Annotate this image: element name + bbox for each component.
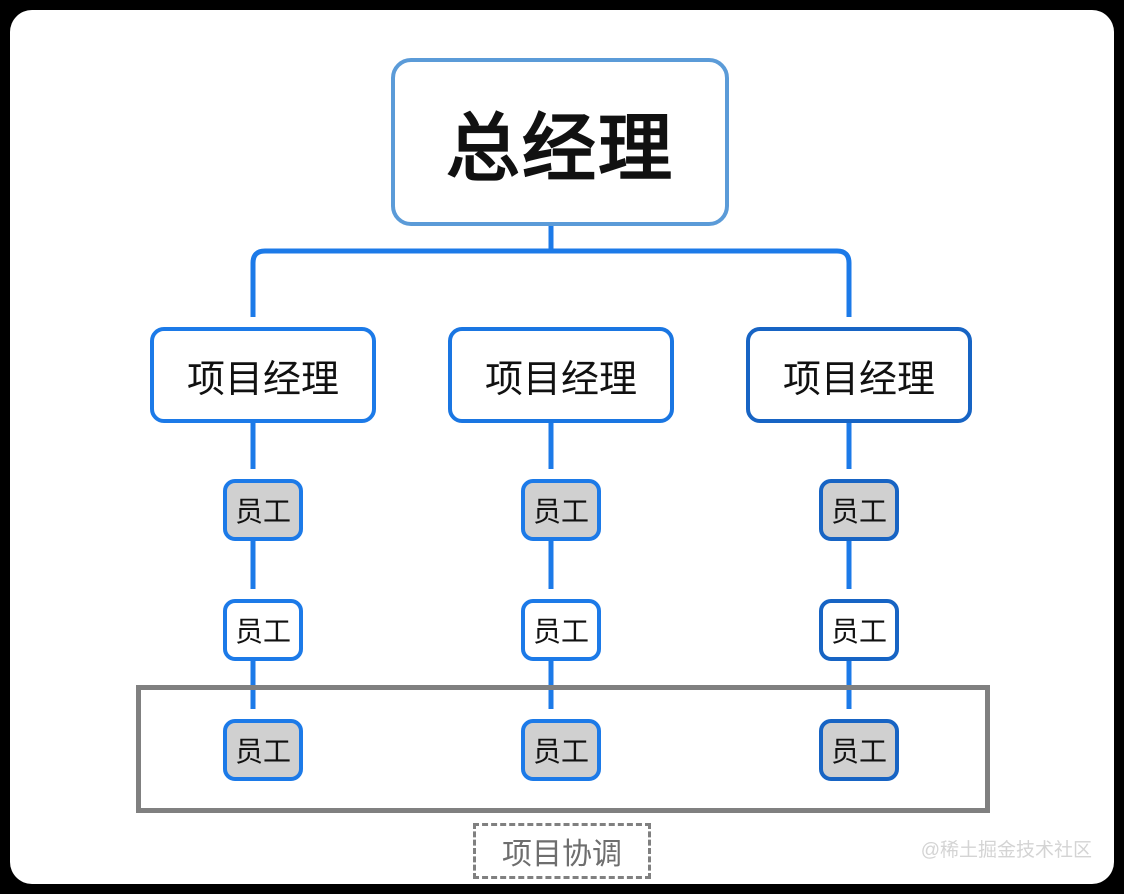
node-general-manager[interactable]: 总经理	[391, 58, 729, 226]
node-employee-col1-row2[interactable]: 员工	[223, 599, 303, 661]
node-employee-col3-row3[interactable]: 员工	[819, 719, 899, 781]
node-employee-col3-row1[interactable]: 员工	[819, 479, 899, 541]
node-project-manager-3[interactable]: 项目经理	[746, 327, 972, 423]
node-project-manager-2[interactable]: 项目经理	[448, 327, 674, 423]
node-employee-col2-row1[interactable]: 员工	[521, 479, 601, 541]
watermark-text: @稀土掘金技术社区	[920, 840, 1092, 861]
node-employee-col2-row2[interactable]: 员工	[521, 599, 601, 661]
diagram-canvas: 总经理 项目经理 项目经理 项目经理 员工 员工 员工 员工 员工 员工 员工 …	[10, 10, 1114, 884]
project-coordination-group-box	[136, 685, 990, 813]
node-employee-col1-row3[interactable]: 员工	[223, 719, 303, 781]
node-employee-col1-row1[interactable]: 员工	[223, 479, 303, 541]
node-project-manager-1[interactable]: 项目经理	[150, 327, 376, 423]
node-employee-col2-row3[interactable]: 员工	[521, 719, 601, 781]
label-project-coordination: 项目协调	[473, 823, 651, 879]
node-employee-col3-row2[interactable]: 员工	[819, 599, 899, 661]
